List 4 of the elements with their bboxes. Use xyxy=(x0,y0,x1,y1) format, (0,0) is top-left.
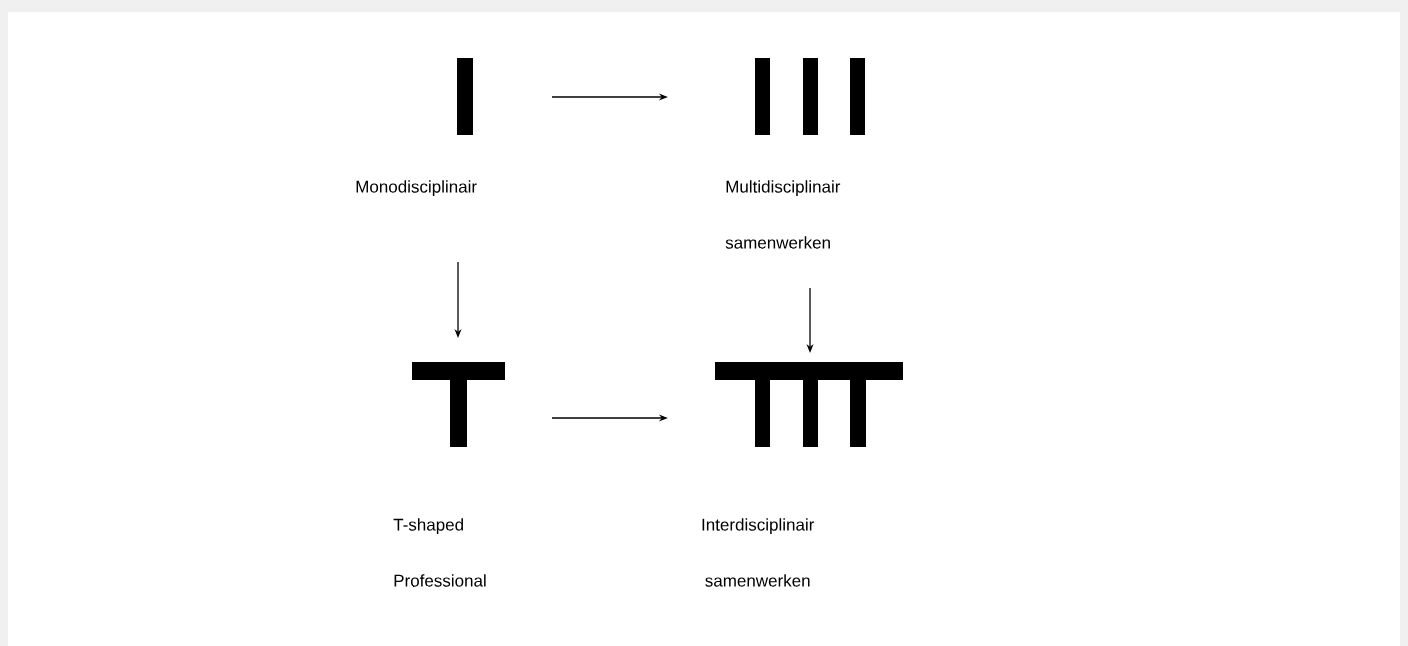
node-label: Monodisciplinair xyxy=(356,180,477,197)
node-label: Multidisciplinair samenwerken xyxy=(725,180,841,249)
node-label: T-shaped Professional xyxy=(393,518,486,587)
node-label: Interdisciplinair samenwerken xyxy=(702,518,815,587)
